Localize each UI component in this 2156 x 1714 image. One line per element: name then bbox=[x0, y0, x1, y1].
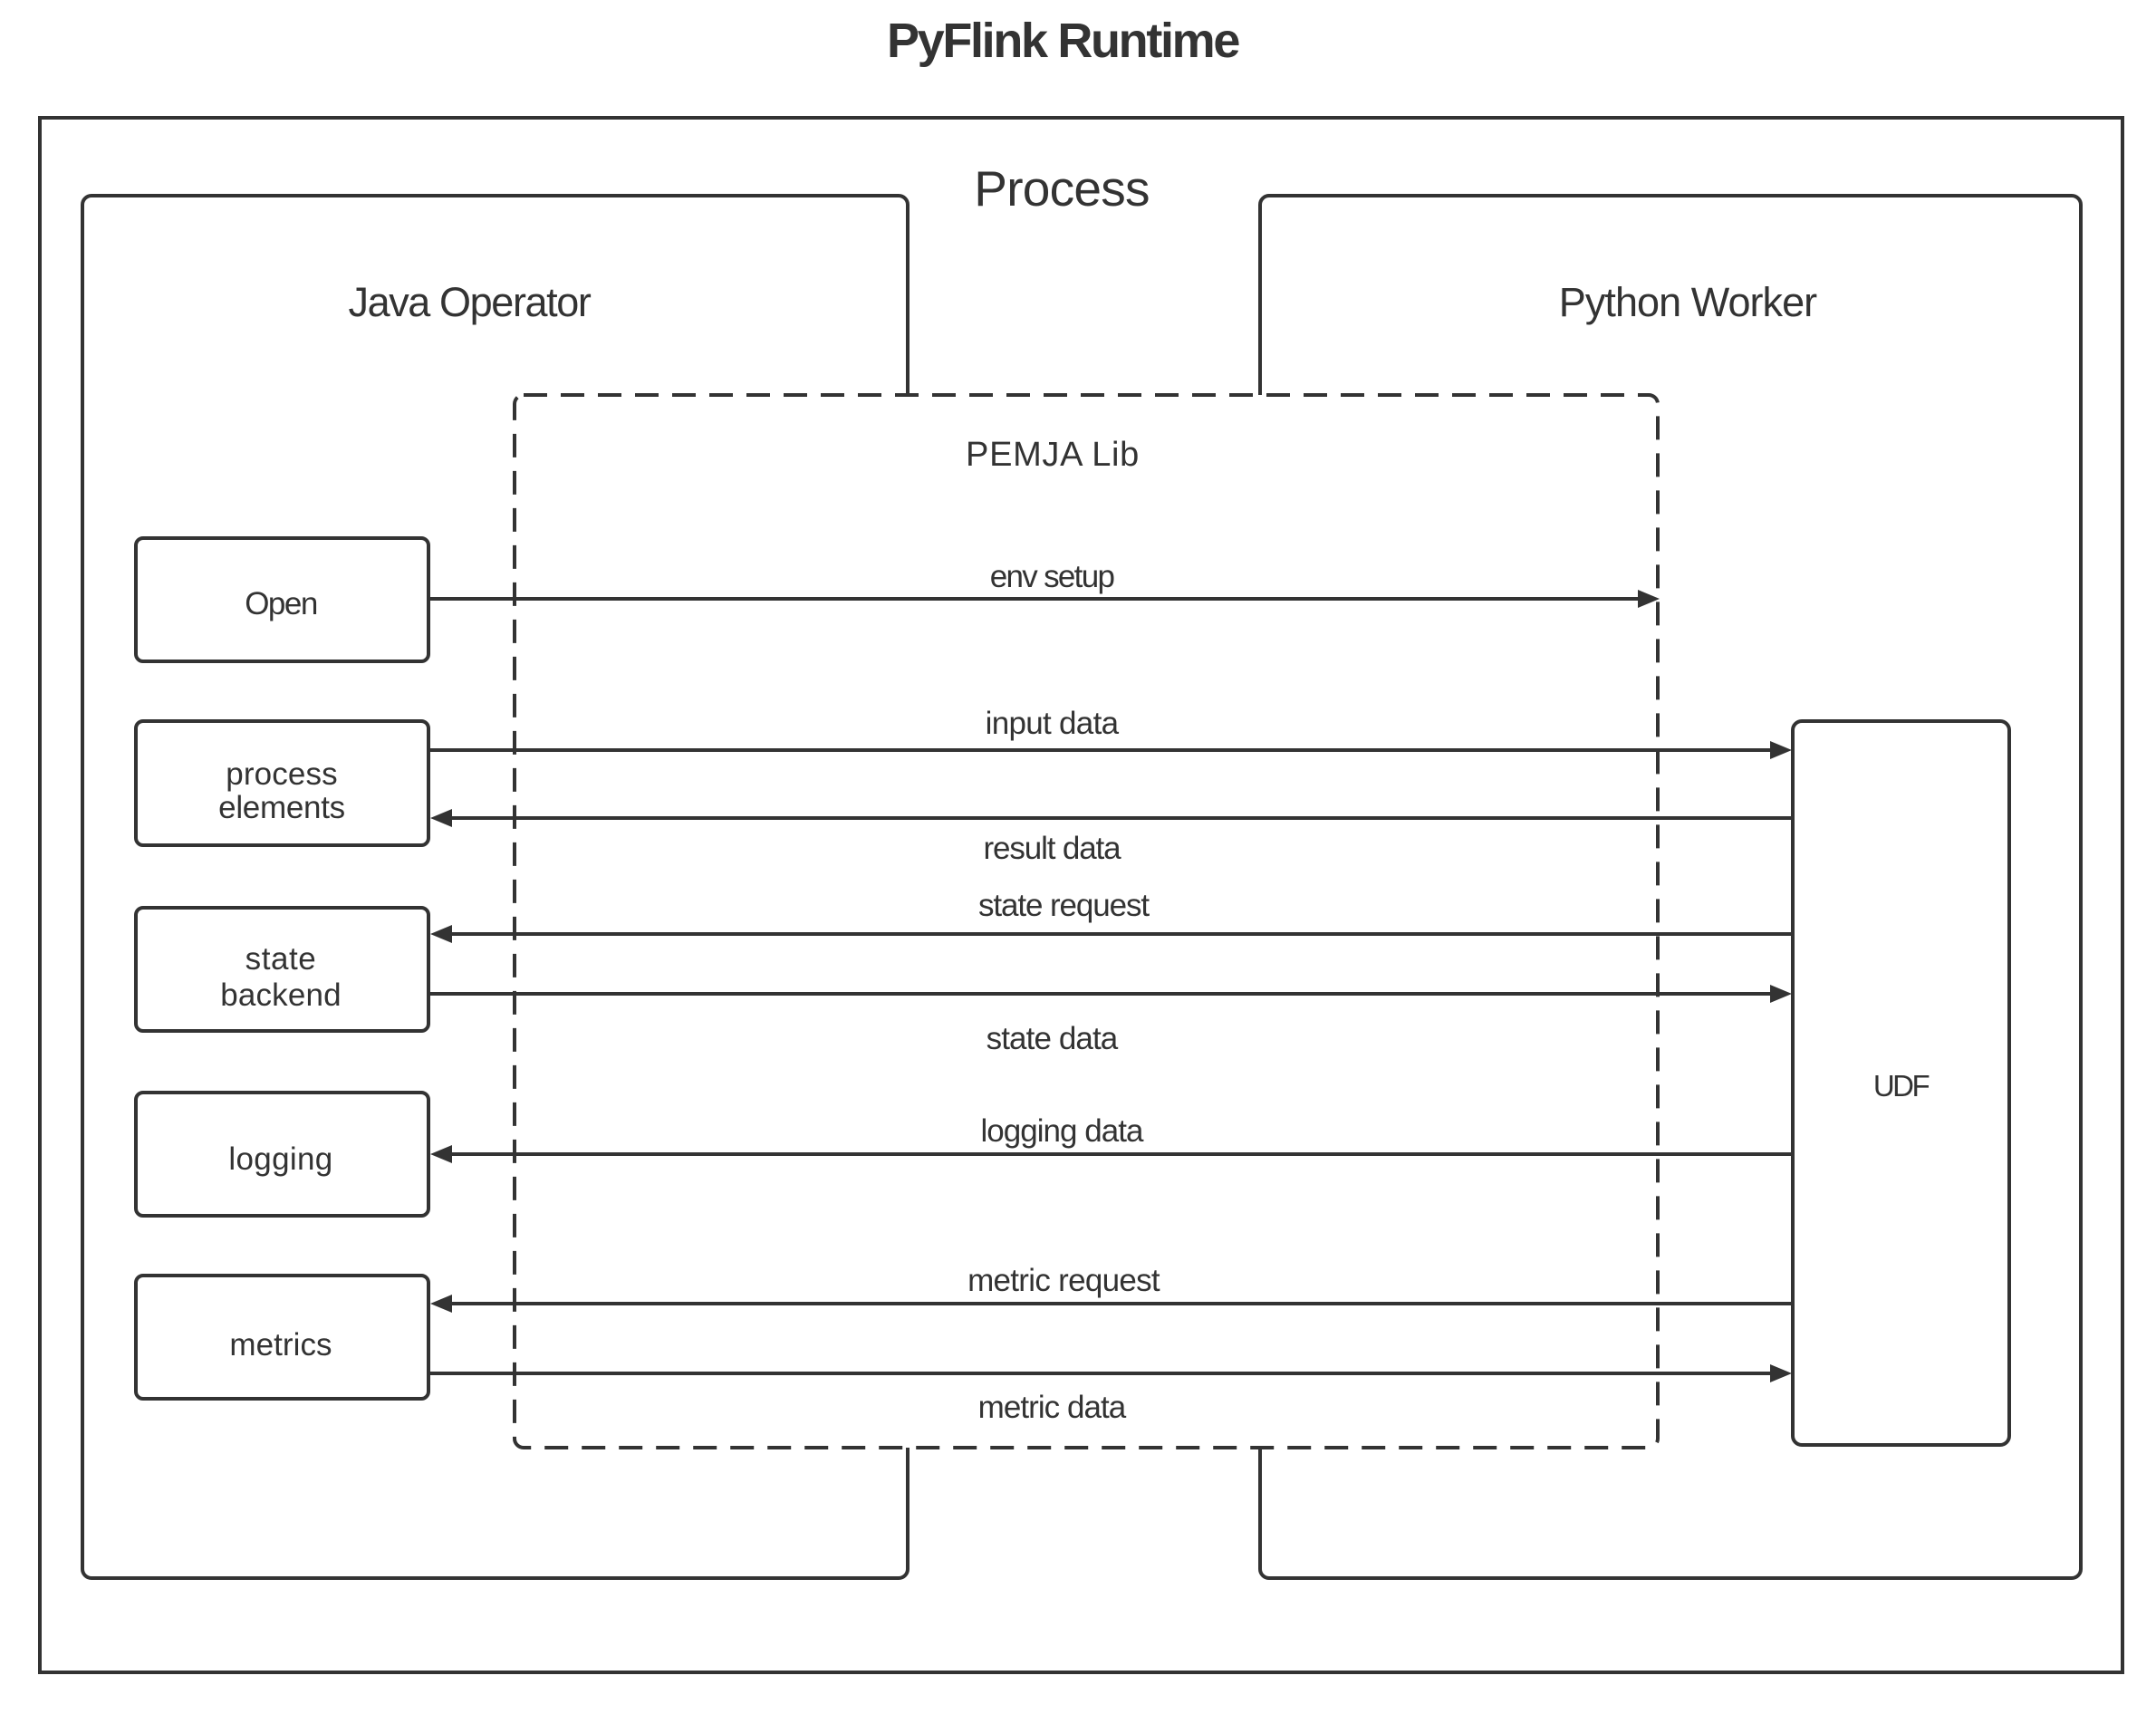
svg-text:state data: state data bbox=[987, 1021, 1119, 1056]
svg-text:logging: logging bbox=[228, 1141, 332, 1177]
svg-text:metric data: metric data bbox=[978, 1390, 1127, 1425]
svg-text:Python Worker: Python Worker bbox=[1559, 279, 1817, 325]
svg-text:Java Operator: Java Operator bbox=[348, 279, 591, 325]
svg-text:env setup: env setup bbox=[990, 559, 1114, 594]
svg-text:metric request: metric request bbox=[967, 1263, 1160, 1298]
svg-text:Open: Open bbox=[245, 586, 317, 621]
svg-text:backend: backend bbox=[220, 977, 342, 1013]
svg-text:logging data: logging data bbox=[980, 1113, 1144, 1149]
svg-text:Process: Process bbox=[974, 160, 1149, 217]
svg-text:process: process bbox=[226, 756, 338, 792]
svg-text:metrics: metrics bbox=[229, 1327, 332, 1363]
svg-text:elements: elements bbox=[218, 790, 345, 825]
svg-text:PyFlink Runtime: PyFlink Runtime bbox=[887, 14, 1239, 68]
svg-text:PEMJA Lib: PEMJA Lib bbox=[966, 436, 1140, 474]
svg-text:state: state bbox=[245, 941, 317, 977]
svg-text:UDF: UDF bbox=[1873, 1069, 1930, 1103]
svg-text:input data: input data bbox=[986, 706, 1120, 741]
svg-text:state request: state request bbox=[978, 888, 1150, 923]
svg-text:result data: result data bbox=[984, 831, 1122, 866]
